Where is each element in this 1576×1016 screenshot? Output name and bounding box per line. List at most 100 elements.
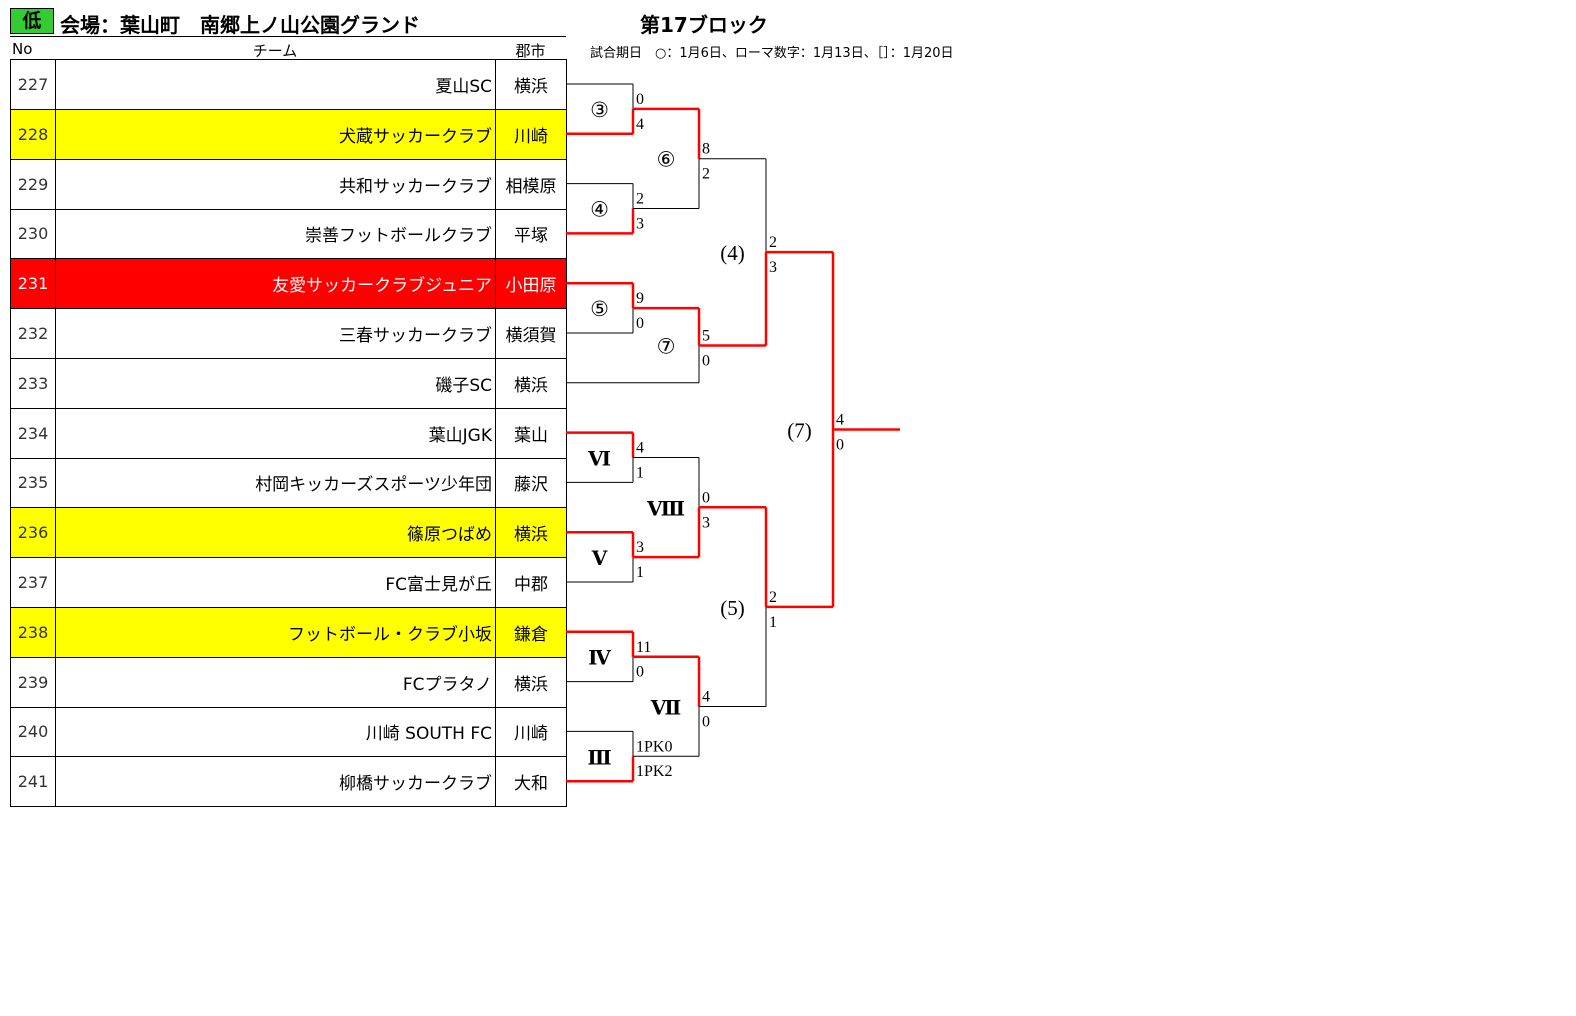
venue-title: 会場：葉山町 南郷上ノ山公園グランド <box>60 13 420 37</box>
match-label: (7) <box>787 418 812 442</box>
team-number: 241 <box>11 757 56 808</box>
match-score: 0 <box>702 714 710 731</box>
team-number: 236 <box>11 508 56 559</box>
team-name: 犬蔵サッカークラブ <box>56 109 496 160</box>
match-score: 1 <box>636 464 644 481</box>
team-city: 相模原 <box>496 159 567 210</box>
match-label: Ⅶ <box>650 698 682 720</box>
match-score: 0 <box>702 352 710 369</box>
team-number: 237 <box>11 558 56 608</box>
team-name: 葉山JGK <box>56 408 496 459</box>
team-name: 柳橋サッカークラブ <box>56 757 496 808</box>
match-score: 4 <box>836 411 844 428</box>
match-score: 2 <box>702 166 710 183</box>
team-number: 239 <box>11 657 56 708</box>
team-number: 238 <box>11 607 56 658</box>
team-name: 友愛サッカークラブジュニア <box>56 259 496 310</box>
team-city: 横浜 <box>496 508 567 559</box>
match-label: ⑦ <box>657 334 676 358</box>
match-label: Ⅵ <box>587 449 611 471</box>
match-score: 0 <box>636 91 644 108</box>
match-score: 3 <box>636 539 644 556</box>
match-score: 5 <box>702 327 710 344</box>
column-header-no: No <box>12 40 33 58</box>
team-city: 横浜 <box>496 657 567 708</box>
match-label: Ⅲ <box>587 747 611 769</box>
team-name: 川崎 SOUTH FC <box>56 707 496 758</box>
match-score: 2 <box>769 589 777 606</box>
column-header-team: チーム <box>252 42 298 60</box>
team-name: フットボール・クラブ小坂 <box>56 607 496 658</box>
column-header-city: 郡市 <box>515 42 546 60</box>
match-label: (4) <box>720 241 745 265</box>
team-number: 234 <box>11 408 56 459</box>
match-label: (5) <box>720 596 745 620</box>
team-name: 篠原つばめ <box>56 508 496 559</box>
match-score: 1PK2 <box>636 763 672 780</box>
team-number: 228 <box>11 109 56 160</box>
match-label: Ⅳ <box>588 648 611 670</box>
team-number: 240 <box>11 707 56 758</box>
match-score: 9 <box>636 290 644 307</box>
match-label: Ⅴ <box>591 548 608 570</box>
match-score: 8 <box>702 141 710 158</box>
team-number: 230 <box>11 209 56 260</box>
team-name: 崇善フットボールクラブ <box>56 209 496 260</box>
match-date-note: 試合期日 ○：1月6日、ローマ数字：1月13日、［］：1月20日 <box>590 46 954 61</box>
match-score: 3 <box>636 215 644 232</box>
match-score: 3 <box>769 259 777 276</box>
match-score: 1PK0 <box>636 738 672 755</box>
team-city: 川崎 <box>496 109 567 160</box>
team-city: 横須賀 <box>496 309 567 359</box>
category-badge: 低 <box>10 8 54 34</box>
team-city: 川崎 <box>496 707 567 758</box>
match-score: 0 <box>702 489 710 506</box>
team-number: 232 <box>11 309 56 359</box>
team-number: 229 <box>11 159 56 210</box>
block-title: 第17ブロック <box>640 13 768 37</box>
team-name: 三春サッカークラブ <box>56 309 496 359</box>
team-city: 藤沢 <box>496 458 567 509</box>
match-score: 3 <box>702 514 710 531</box>
team-city: 横浜 <box>496 60 567 110</box>
match-score: 2 <box>769 234 777 251</box>
team-number: 231 <box>11 259 56 310</box>
match-score: 0 <box>636 315 644 332</box>
match-score: 0 <box>836 436 844 453</box>
team-number: 233 <box>11 358 56 409</box>
team-name: FC富士見が丘 <box>56 558 496 608</box>
match-score: 1 <box>769 614 777 631</box>
team-name: 磯子SC <box>56 358 496 409</box>
match-score: 2 <box>636 191 644 208</box>
match-label: ⑤ <box>590 297 609 321</box>
match-score: 0 <box>636 664 644 681</box>
match-score: 4 <box>636 116 644 133</box>
team-city: 鎌倉 <box>496 607 567 658</box>
match-score: 11 <box>636 639 651 656</box>
team-city: 中郡 <box>496 558 567 608</box>
team-name: 夏山SC <box>56 60 496 110</box>
match-label: ⑥ <box>657 148 676 172</box>
match-label: ③ <box>590 98 609 122</box>
team-number: 227 <box>11 60 56 110</box>
match-score: 4 <box>702 689 710 706</box>
match-label: ④ <box>590 198 609 222</box>
team-number: 235 <box>11 458 56 509</box>
match-score: 1 <box>636 564 644 581</box>
team-city: 横浜 <box>496 358 567 409</box>
